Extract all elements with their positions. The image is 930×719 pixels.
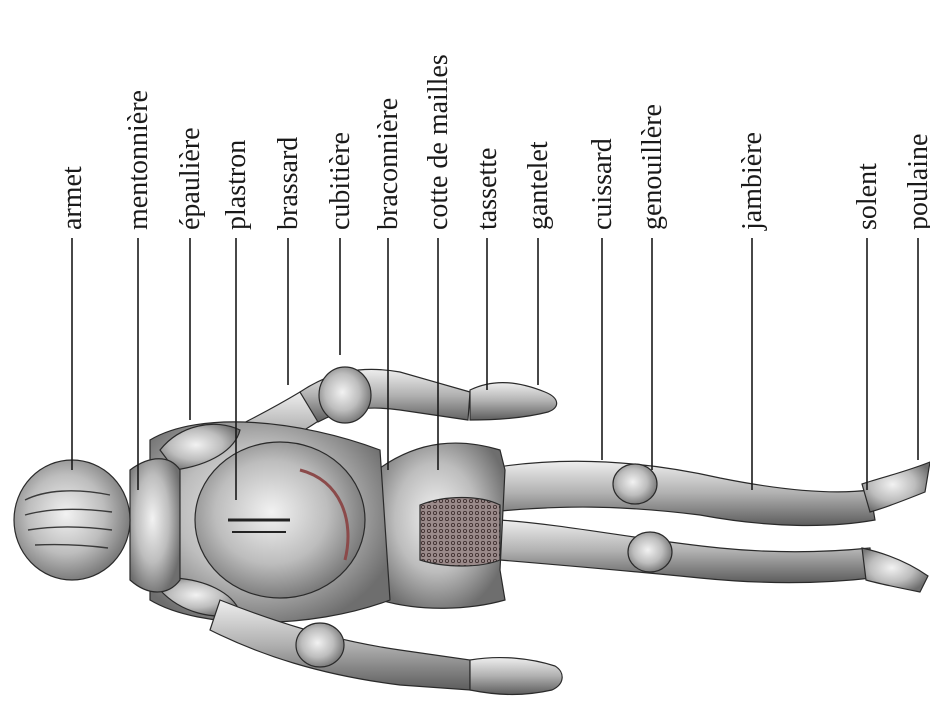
label-armet: armet xyxy=(57,166,88,230)
label-genouillere: genouillère xyxy=(637,104,668,230)
helmet xyxy=(14,460,130,580)
elbow-top xyxy=(319,367,371,423)
label-epauliere: épaulière xyxy=(175,127,206,230)
label-jambiere: jambière xyxy=(737,132,768,231)
leg-lower xyxy=(500,520,872,583)
label-brassard: brassard xyxy=(273,137,304,230)
mail-groin xyxy=(420,498,500,567)
knee-upper xyxy=(613,464,657,504)
label-cubitiere: cubitière xyxy=(325,132,356,230)
foot-lower xyxy=(862,548,928,592)
label-tassette: tassette xyxy=(472,148,503,230)
knee-lower xyxy=(628,532,672,572)
gauntlet-top xyxy=(470,383,557,420)
label-gantelet: gantelet xyxy=(523,141,554,230)
armour-figure-body xyxy=(14,367,930,695)
label-cuissard: cuissard xyxy=(587,138,618,230)
foot-upper xyxy=(862,462,930,512)
label-braconniere: braconnière xyxy=(373,98,404,230)
label-cotte-de-mailles: cotte de mailles xyxy=(423,54,454,230)
label-poulaine: poulaine xyxy=(903,134,930,230)
gauntlet-bottom xyxy=(470,658,562,695)
label-mentonniere: mentonnière xyxy=(123,90,154,230)
leg-upper xyxy=(480,461,875,525)
elbow-bottom xyxy=(296,623,344,667)
label-plastron: plastron xyxy=(221,140,252,230)
label-solent: solent xyxy=(852,163,883,230)
